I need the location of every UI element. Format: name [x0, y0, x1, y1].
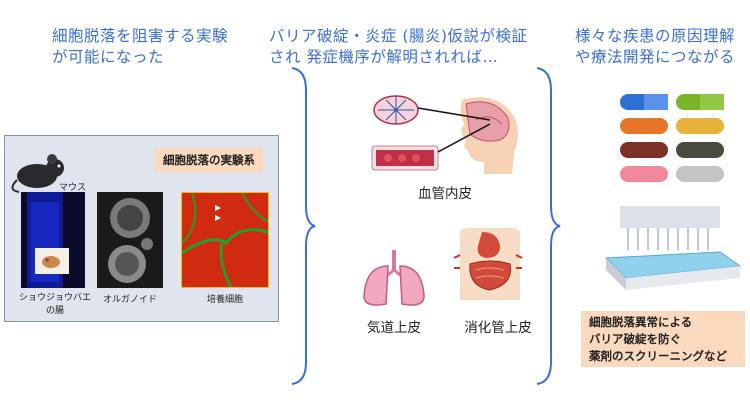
fly-gut-label-line2: の腸 [45, 306, 64, 316]
panel-title: 細胞脱落の実験系 [155, 148, 263, 172]
result-line2: バリア破綻を防ぐ [589, 332, 681, 346]
airway-label: 気道上皮 [367, 320, 421, 336]
blood-vessel-illustration [371, 95, 518, 174]
organoid-label: オルガノイド [103, 295, 157, 305]
screening-device-icon [604, 206, 742, 290]
mouse-label: マウス [59, 183, 87, 193]
result-line3: 薬剤のスクリーニングなど [589, 349, 727, 363]
culture-label: 培養細胞 [206, 295, 243, 305]
vessel-label: 血管内皮 [418, 186, 472, 202]
capsules-icon [620, 94, 724, 182]
lung-icon [363, 250, 425, 306]
culture-image [181, 192, 269, 288]
right-heading-line1: 様々な疾患の原因理解 [575, 27, 736, 45]
fly-gut-label: ショウジョウバエ の腸 [11, 290, 99, 316]
right-heading-line2: や療法開発につながる [575, 48, 736, 66]
middle-bracket [291, 67, 316, 385]
result-line1: 細胞脱落異常による [589, 315, 693, 329]
left-heading-line1: 細胞脱落を阻害する実験 [52, 27, 229, 45]
middle-heading-line1: バリア破綻・炎症 (腸炎)仮説が検証 [269, 27, 528, 45]
middle-heading-line2: され 発症機序が解明されれば… [269, 48, 499, 66]
middle-heading: バリア破綻・炎症 (腸炎)仮説が検証 され 発症機序が解明されれば… [269, 26, 528, 68]
left-heading: 細胞脱落を阻害する実験 が可能になった [52, 26, 228, 68]
digestive-icon [453, 228, 523, 300]
digestive-label: 消化管上皮 [464, 320, 532, 336]
mouse-icon [11, 154, 64, 193]
result-box: 細胞脱落異常による バリア破綻を防ぐ 薬剤のスクリーニングなど [581, 311, 745, 367]
organoid-image [97, 192, 163, 288]
right-heading: 様々な疾患の原因理解 や療法開発につながる [575, 26, 735, 68]
left-heading-line2: が可能になった [52, 48, 165, 66]
experiment-panel: 細胞脱落の実験系 マウス ショウジョウバエ の腸 オルガノイド [4, 135, 279, 322]
fly-gut-label-line1: ショウジョウバエ [18, 293, 91, 303]
right-bracket [536, 67, 561, 385]
fly-gut-image [21, 192, 85, 288]
